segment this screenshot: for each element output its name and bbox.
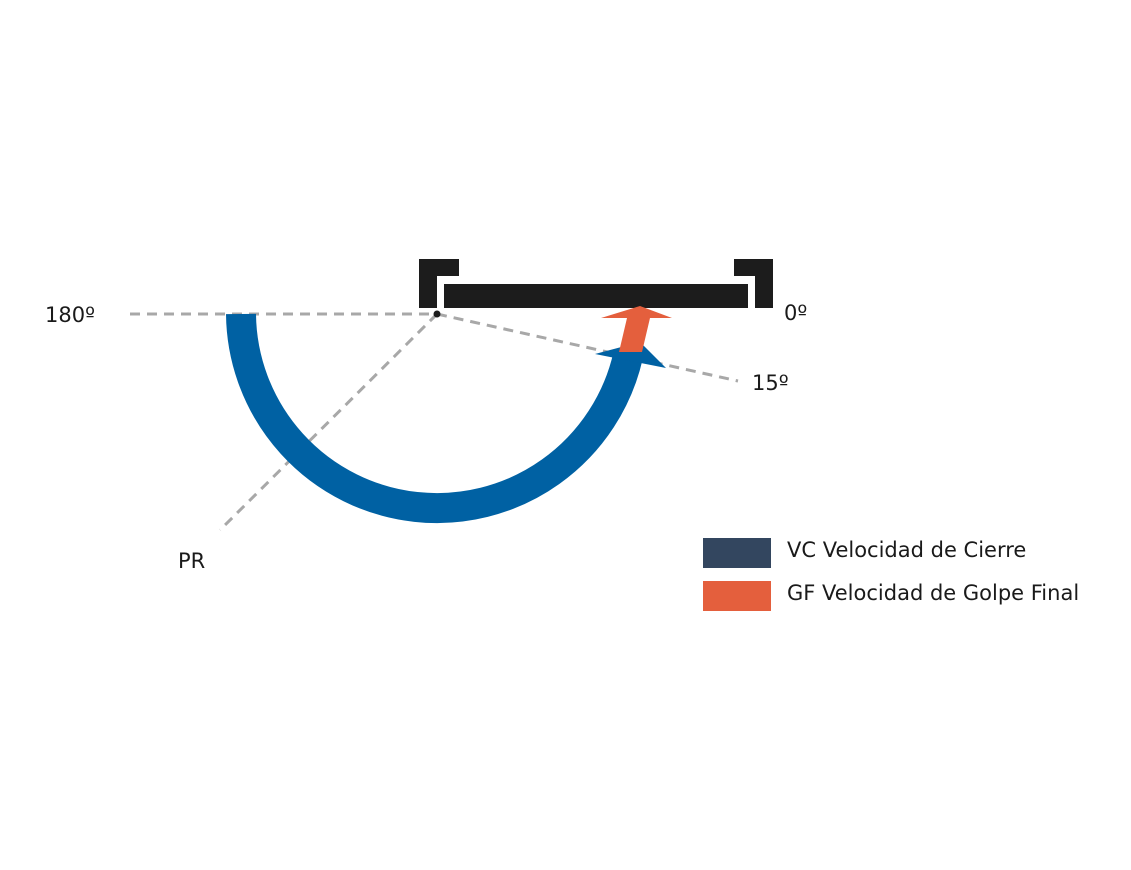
legend-swatch-vc: [703, 538, 771, 568]
label-0: 0º: [784, 301, 807, 325]
guide-line-15: [436, 312, 739, 383]
legend-label-vc: VC Velocidad de Cierre: [787, 538, 1026, 562]
closing-speed-arc: [226, 313, 643, 524]
closing-speed-arrowhead: [595, 342, 666, 368]
legend-label-gf: GF Velocidad de Golpe Final: [787, 581, 1079, 605]
label-15: 15º: [752, 371, 789, 395]
label-180: 180º: [45, 303, 95, 327]
door-leaf: [444, 284, 748, 308]
legend-swatch-gf: [703, 581, 771, 611]
legend: VC Velocidad de Cierre GF Velocidad de G…: [703, 538, 1079, 611]
hinge-pivot: [433, 310, 441, 318]
guide-line-pr: [218, 312, 439, 532]
frame-right-bracket: [734, 259, 773, 308]
label-pr: PR: [178, 549, 205, 573]
latch-speed-arrow: [601, 306, 672, 352]
frame-left-bracket: [419, 259, 459, 308]
